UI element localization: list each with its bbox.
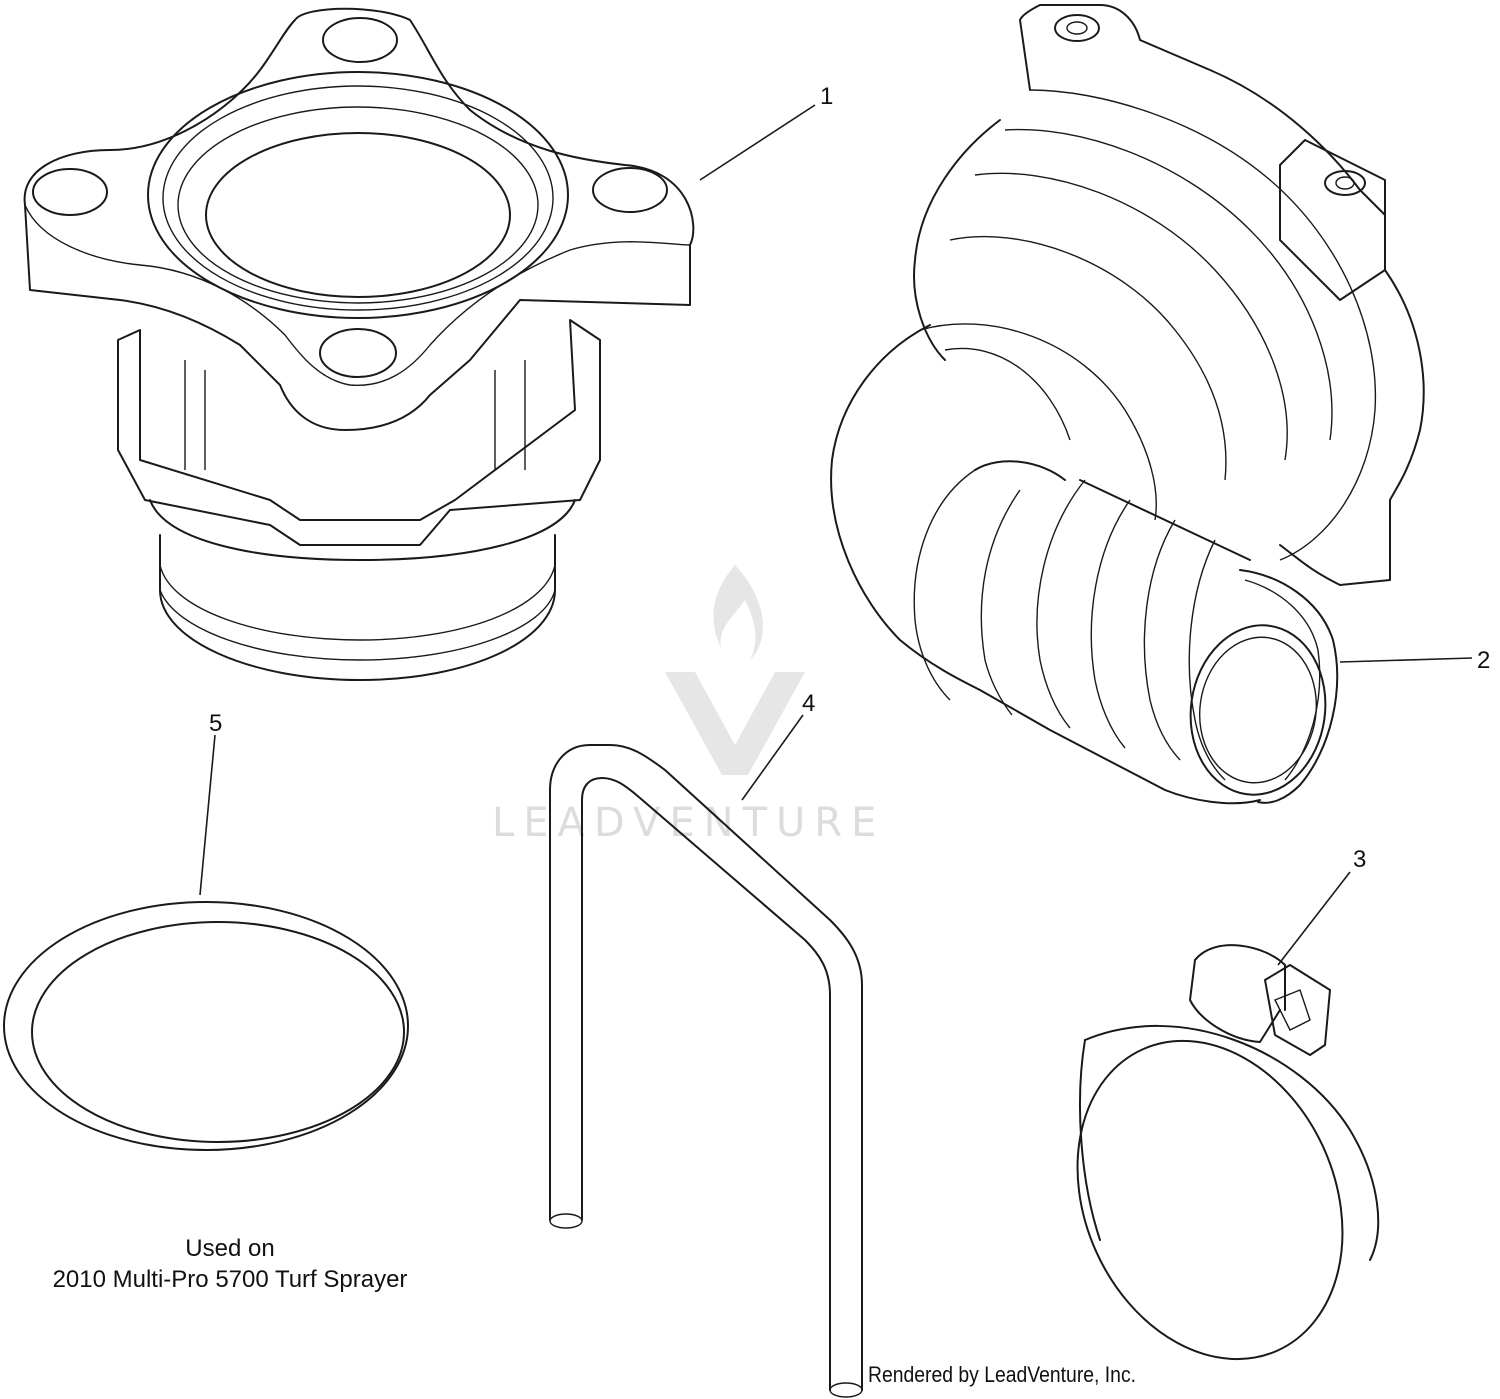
callout-1: 1 [820, 83, 833, 110]
watermark-v-icon [665, 672, 805, 775]
watermark-text: LEADVENTURE [492, 800, 885, 846]
hose-clamp-part [1076, 944, 1380, 1361]
watermark: LEADVENTURE [492, 565, 885, 846]
usage-caption: Used on 2010 Multi-Pro 5700 Turf Sprayer [10, 1233, 450, 1295]
elbow-fitting-part [830, 4, 1425, 805]
callout-3: 3 [1353, 846, 1366, 873]
callout-2: 2 [1477, 647, 1490, 674]
usage-caption-line-2: 2010 Multi-Pro 5700 Turf Sprayer [52, 1266, 408, 1293]
usage-caption-line-1: Used on [185, 1235, 275, 1262]
filter-head-part [23, 7, 695, 681]
render-credit: Rendered by LeadVenture, Inc. [868, 1362, 1137, 1387]
callout-5: 5 [209, 710, 222, 737]
leader-line-1 [699, 104, 816, 181]
callout-4: 4 [802, 690, 815, 717]
leader-lines [199, 104, 1473, 966]
o-ring-part [3, 901, 409, 1151]
leader-line-5 [199, 734, 216, 896]
watermark-flame-icon [713, 565, 763, 660]
hose-tube-part [549, 744, 863, 1398]
leader-line-3 [1277, 871, 1351, 966]
leader-line-2 [1339, 657, 1473, 663]
leader-line-4 [741, 714, 804, 801]
